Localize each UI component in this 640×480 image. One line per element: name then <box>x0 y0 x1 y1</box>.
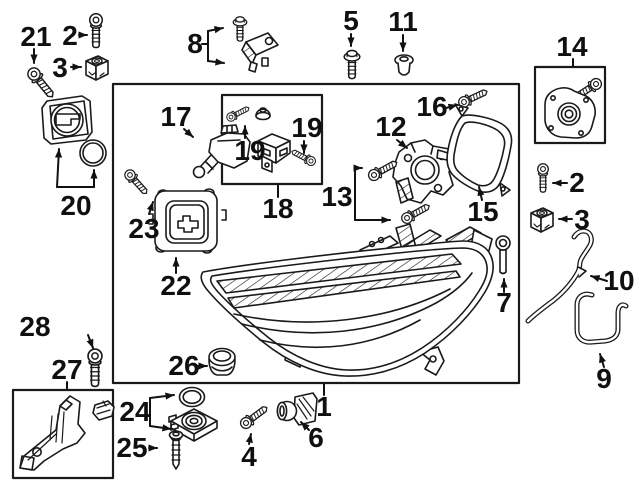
callout-24: 24 <box>119 396 151 427</box>
callout-2-top: 2 <box>62 20 78 51</box>
callout-11: 11 <box>388 6 418 37</box>
callout-1: 1 <box>316 391 332 422</box>
callout-19-left: 19 <box>234 135 265 166</box>
callout-5: 5 <box>343 5 359 36</box>
motor-box-14 <box>533 65 607 145</box>
callout-12: 12 <box>375 111 406 142</box>
part-24-seal-and-igniter <box>168 386 218 442</box>
part-6-sensor <box>276 392 318 426</box>
part-9-wire <box>574 291 629 345</box>
callout-9: 9 <box>596 363 612 394</box>
callout-23: 23 <box>128 213 159 244</box>
callout-17: 17 <box>160 101 191 132</box>
part-28-bolt <box>87 348 103 388</box>
leader-lines <box>30 26 608 452</box>
part-7-pin <box>495 235 511 275</box>
part-15-gasket <box>436 103 513 197</box>
part-17-adjusting-motor <box>192 124 251 179</box>
part-25-screw <box>168 430 184 470</box>
callout-28: 28 <box>19 311 50 342</box>
part-19-cap <box>255 107 271 121</box>
part-2-bolt-top <box>88 12 104 49</box>
part-10-cable <box>525 228 594 324</box>
callout-15: 15 <box>467 196 498 227</box>
callout-27: 27 <box>51 354 82 385</box>
part-3-nut-right <box>530 207 554 233</box>
callout-16: 16 <box>416 91 447 122</box>
part-4-screw <box>237 402 271 432</box>
callout-13: 13 <box>321 181 352 212</box>
callout-8: 8 <box>187 28 203 59</box>
callout-4: 4 <box>241 441 257 472</box>
part-20-cap-and-seal <box>41 95 107 167</box>
callout-3-right: 3 <box>574 204 590 235</box>
part-19-screw-left <box>224 103 252 124</box>
part-3-nut-top <box>85 55 109 81</box>
part-1-headlamp <box>200 223 494 377</box>
callout-14: 14 <box>556 31 588 62</box>
part-26-grommet <box>208 347 236 376</box>
part-11-rivet <box>394 54 414 76</box>
callout-25: 25 <box>116 432 147 463</box>
callout-18: 18 <box>262 193 293 224</box>
callout-19-right: 19 <box>291 112 322 143</box>
callout-21: 21 <box>20 21 51 52</box>
callout-3-top: 3 <box>52 52 68 83</box>
part-23-bolt <box>121 166 152 198</box>
callout-2-right: 2 <box>569 167 585 198</box>
main-assembly-box <box>111 82 521 385</box>
callout-10: 10 <box>603 265 634 296</box>
part-5-bolt <box>343 49 361 80</box>
part-2-bolt-right <box>537 163 549 193</box>
callout-26: 26 <box>168 350 199 381</box>
part-14-motor <box>544 75 605 139</box>
callout-6: 6 <box>308 422 324 453</box>
callout-20: 20 <box>60 190 91 221</box>
callout-22: 22 <box>160 270 191 301</box>
part-22-cover <box>148 188 227 254</box>
part-8-bolt-and-bracket <box>232 16 279 73</box>
part-27-bracket <box>19 395 115 471</box>
part-18-bracket <box>257 133 291 173</box>
part-12-bracket <box>392 139 456 204</box>
callout-7: 7 <box>496 287 512 318</box>
bracket-box-27 <box>11 388 115 480</box>
